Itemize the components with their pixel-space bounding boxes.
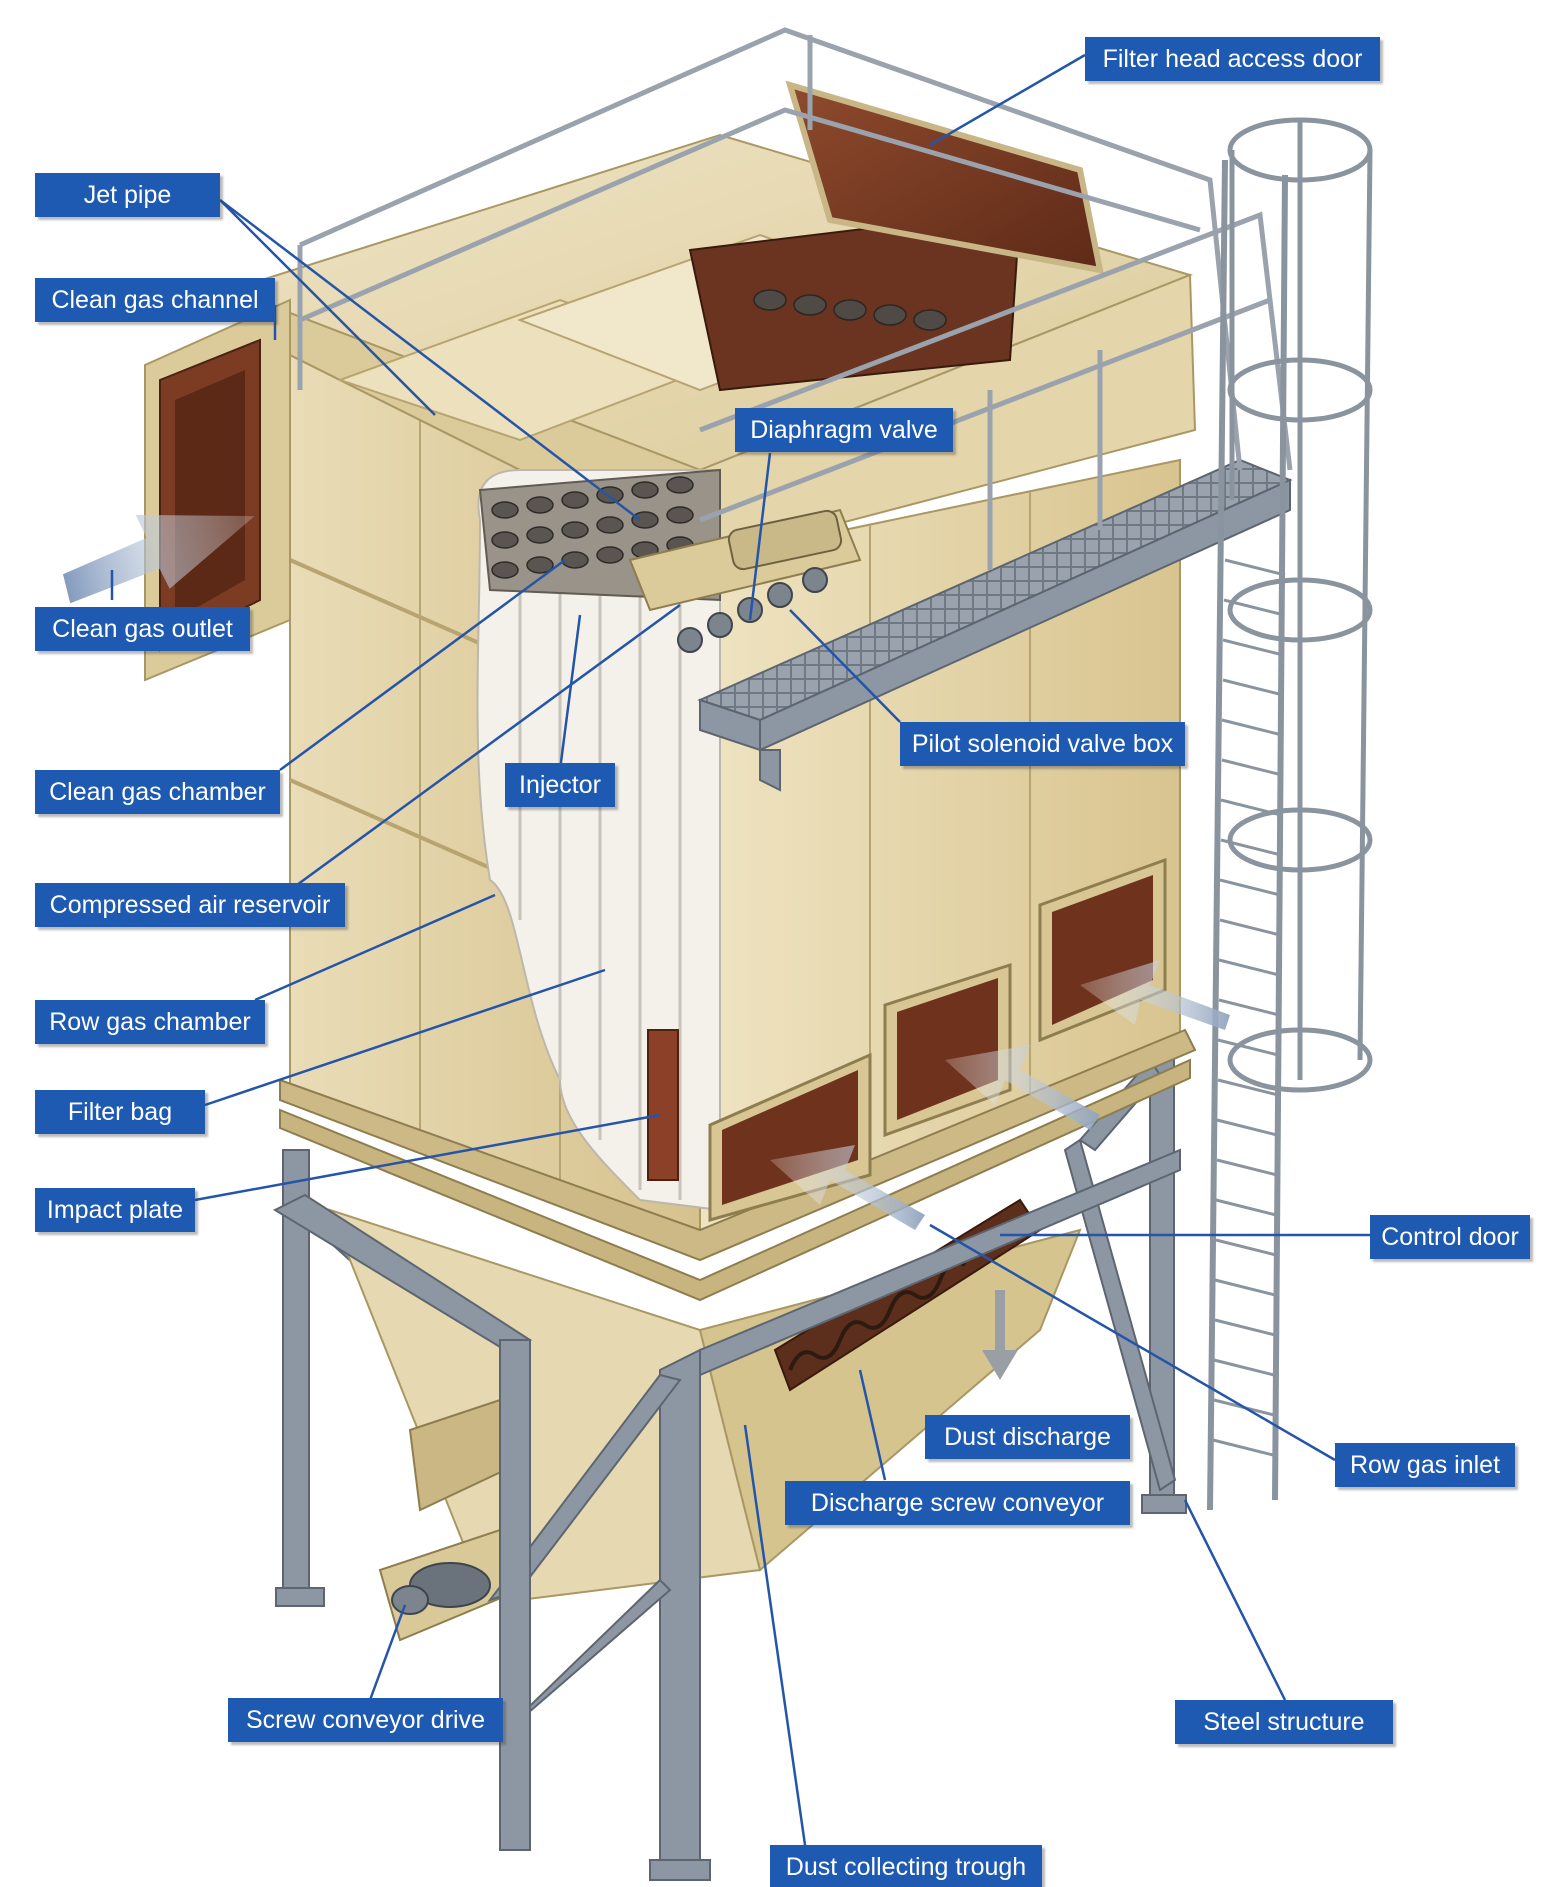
leader-lines — [110, 53, 1370, 1846]
front-support-frame — [272, 1148, 1181, 1882]
leader-screw-conveyor-drive — [368, 1604, 407, 1701]
label-filter-head-access-door: Filter head access door — [1085, 37, 1380, 81]
label-injector: Injector — [505, 763, 615, 807]
leader-clean-gas-chamber — [279, 558, 566, 772]
leader-discharge-screw-conveyor — [858, 1369, 887, 1481]
leader-dust-collecting-trough — [743, 1424, 807, 1846]
label-clean-gas-outlet: Clean gas outlet — [35, 607, 250, 651]
clean-gas-channel-duct — [144, 298, 291, 682]
label-clean-gas-channel: Clean gas channel — [35, 278, 275, 322]
walkway-platform — [697, 458, 1293, 792]
label-compressed-air-reservoir: Compressed air reservoir — [35, 883, 345, 927]
leader-pilot-solenoid-valve-box — [789, 609, 901, 723]
leader-jet-pipe — [219, 199, 641, 521]
leader-impact-plate — [194, 1113, 661, 1202]
label-filter-bag: Filter bag — [35, 1090, 205, 1134]
label-impact-plate: Impact plate — [35, 1188, 195, 1232]
label-diaphragm-valve: Diaphragm valve — [735, 408, 953, 452]
label-pilot-solenoid-valve-box: Pilot solenoid valve box — [900, 722, 1185, 766]
leader-row-gas-inlet — [929, 1223, 1336, 1462]
access-ladder — [1207, 117, 1373, 1511]
label-row-gas-chamber: Row gas chamber — [35, 1000, 265, 1044]
filter-head-access-door-panel — [688, 80, 1104, 392]
label-jet-pipe: Jet pipe — [35, 173, 220, 217]
label-discharge-screw-conveyor: Discharge screw conveyor — [785, 1481, 1130, 1525]
leader-row-gas-chamber — [254, 893, 496, 1002]
leader-steel-structure — [1183, 1499, 1287, 1701]
label-screw-conveyor-drive: Screw conveyor drive — [228, 1698, 503, 1742]
leader-diaphragm-valve — [748, 452, 772, 621]
leader-filter-bag — [204, 968, 606, 1107]
leader-filter-head-access-door — [929, 53, 1086, 147]
label-dust-collecting-trough: Dust collecting trough — [770, 1845, 1042, 1887]
leader-injector — [558, 614, 582, 771]
label-clean-gas-chamber: Clean gas chamber — [35, 770, 280, 814]
compressed-air-manifold — [628, 508, 862, 653]
label-steel-structure: Steel structure — [1175, 1700, 1393, 1744]
label-control-door: Control door — [1370, 1215, 1530, 1259]
leader-jet-pipe-secondary — [219, 199, 436, 416]
label-dust-discharge: Dust discharge — [925, 1415, 1130, 1459]
leader-compressed-air-reservoir — [289, 603, 681, 892]
label-row-gas-inlet: Row gas inlet — [1335, 1443, 1515, 1487]
